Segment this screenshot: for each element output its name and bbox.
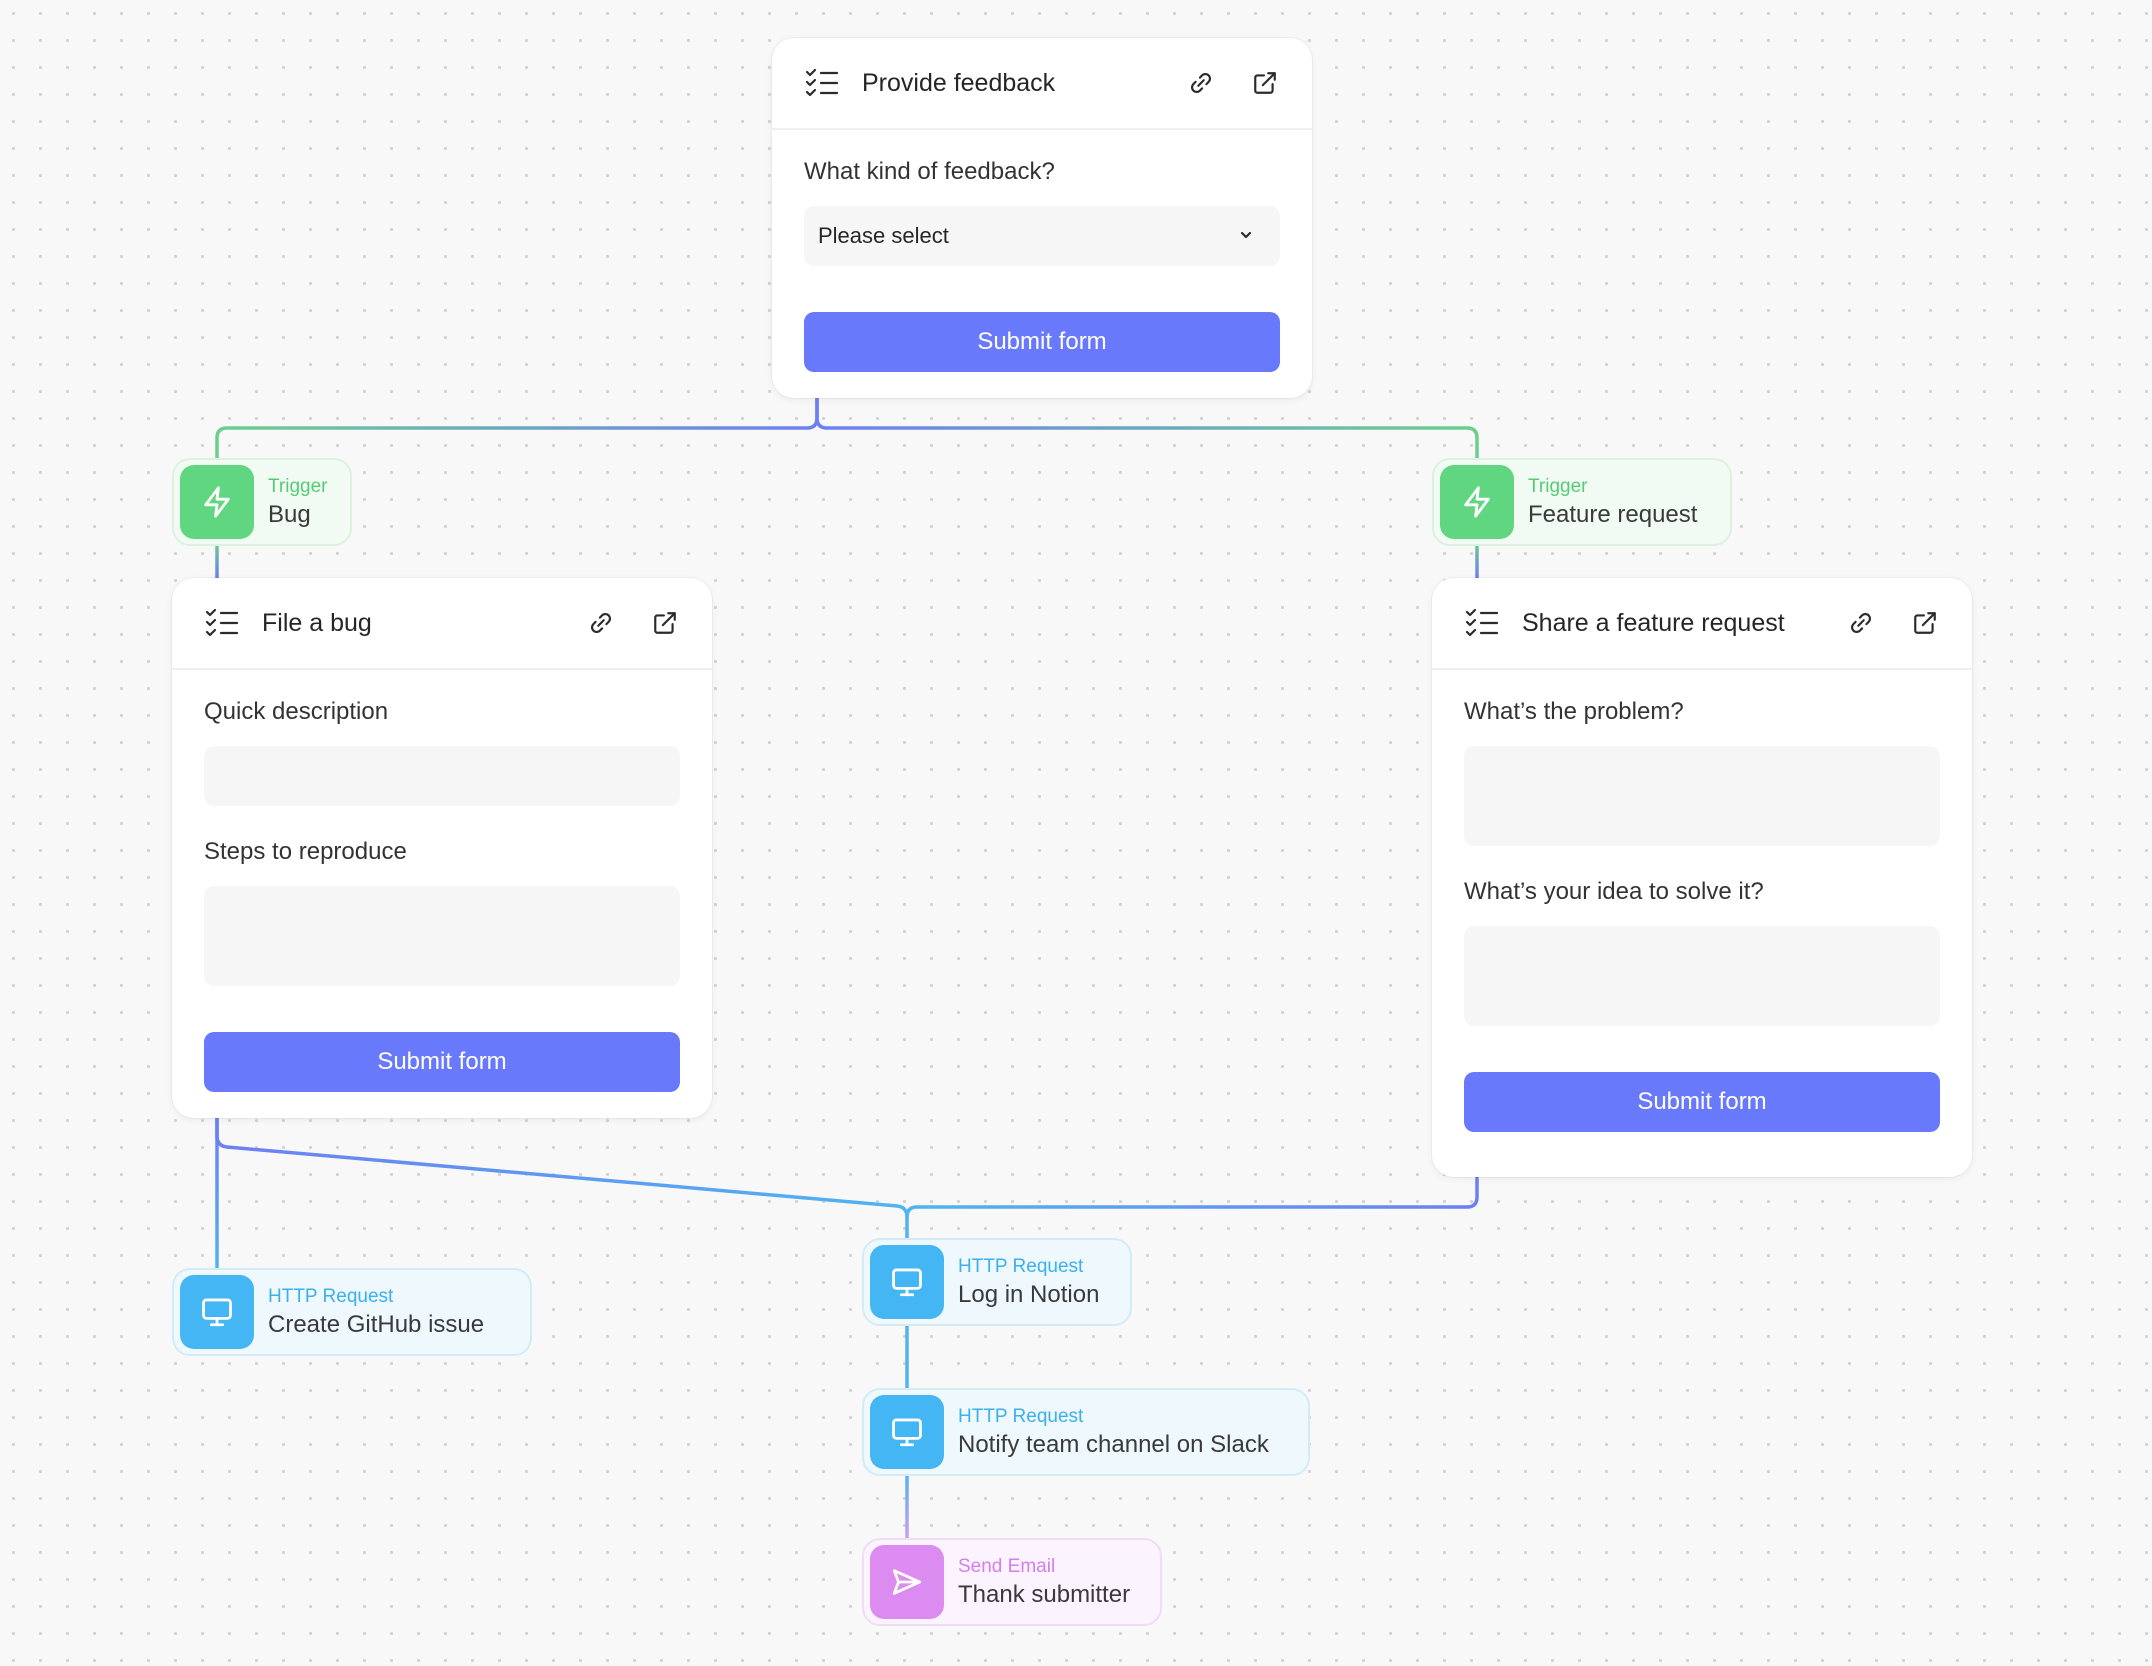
- http-node-log-in-notion[interactable]: HTTP Request Log in Notion: [862, 1238, 1132, 1326]
- form-title: File a bug: [262, 608, 372, 637]
- quick-description-input[interactable]: [204, 746, 680, 806]
- trigger-node-feature-request[interactable]: Trigger Feature request: [1432, 458, 1732, 546]
- card-header: Provide feedback: [772, 38, 1312, 130]
- node-type: HTTP Request: [958, 1255, 1084, 1277]
- form-title: Provide feedback: [862, 68, 1056, 97]
- http-node-create-github-issue[interactable]: HTTP Request Create GitHub issue: [172, 1268, 532, 1356]
- card-header: Share a feature request: [1432, 578, 1972, 670]
- form-card-provide-feedback[interactable]: Provide feedback What kind of feedback? …: [772, 38, 1312, 398]
- node-label: Log in Notion: [958, 1280, 1100, 1308]
- node-type: Trigger: [268, 475, 328, 497]
- select-value: Please select: [818, 223, 949, 248]
- node-label: Create GitHub issue: [268, 1310, 485, 1338]
- lightning-bolt-icon: [180, 465, 254, 539]
- problem-input[interactable]: [1464, 746, 1940, 846]
- feedback-type-select[interactable]: Please select: [804, 206, 1280, 266]
- external-link-icon[interactable]: [648, 606, 682, 640]
- steps-to-reproduce-input[interactable]: [204, 886, 680, 986]
- submit-button[interactable]: Submit form: [1464, 1072, 1940, 1132]
- node-label: Bug: [268, 500, 311, 528]
- link-icon[interactable]: [1184, 66, 1218, 100]
- form-card-share-feature-request[interactable]: Share a feature request What’s the probl…: [1432, 578, 1972, 1177]
- node-type: HTTP Request: [268, 1285, 394, 1307]
- field-label: What’s your idea to solve it?: [1464, 878, 1764, 905]
- trigger-node-bug[interactable]: Trigger Bug: [172, 458, 352, 546]
- lightning-bolt-icon: [1440, 465, 1514, 539]
- link-icon[interactable]: [1844, 606, 1878, 640]
- field-label: Quick description: [204, 698, 389, 725]
- submit-button[interactable]: Submit form: [204, 1032, 680, 1092]
- checklist-icon: [804, 65, 840, 101]
- email-node-thank-submitter[interactable]: Send Email Thank submitter: [862, 1538, 1162, 1626]
- monitor-icon: [870, 1395, 944, 1469]
- node-type: Send Email: [958, 1555, 1056, 1577]
- form-title: Share a feature request: [1522, 608, 1785, 637]
- link-icon[interactable]: [584, 606, 618, 640]
- card-header: File a bug: [172, 578, 712, 670]
- chevron-down-icon: [1238, 223, 1254, 249]
- field-label: What kind of feedback?: [804, 158, 1055, 185]
- http-node-notify-slack[interactable]: HTTP Request Notify team channel on Slac…: [862, 1388, 1310, 1476]
- checklist-icon: [1464, 605, 1500, 641]
- idea-input[interactable]: [1464, 926, 1940, 1026]
- external-link-icon[interactable]: [1908, 606, 1942, 640]
- checklist-icon: [204, 605, 240, 641]
- submit-button[interactable]: Submit form: [804, 312, 1280, 372]
- node-label: Thank submitter: [958, 1580, 1131, 1608]
- field-label: What’s the problem?: [1464, 698, 1684, 725]
- node-type: Trigger: [1528, 475, 1588, 497]
- send-icon: [870, 1545, 944, 1619]
- monitor-icon: [870, 1245, 944, 1319]
- form-card-file-a-bug[interactable]: File a bug Quick description Steps to re…: [172, 578, 712, 1118]
- node-label: Notify team channel on Slack: [958, 1430, 1269, 1458]
- node-type: HTTP Request: [958, 1405, 1084, 1427]
- external-link-icon[interactable]: [1248, 66, 1282, 100]
- monitor-icon: [180, 1275, 254, 1349]
- field-label: Steps to reproduce: [204, 838, 407, 865]
- node-label: Feature request: [1528, 500, 1698, 528]
